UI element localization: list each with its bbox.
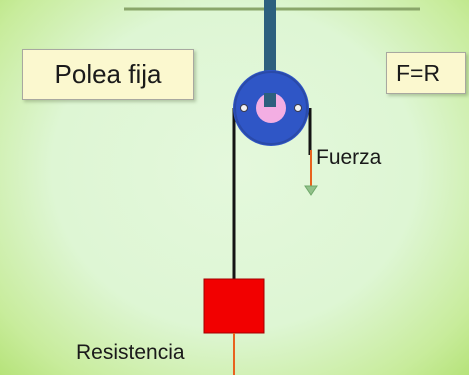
diagram-title: Polea fija: [54, 59, 162, 89]
formula-label-box: F=R: [386, 52, 466, 94]
resistance-label: Resistencia: [76, 341, 185, 364]
load-block: [203, 278, 265, 334]
support-rod-end: [264, 93, 276, 107]
pulley-hub: [256, 93, 286, 123]
force-label: Fuerza: [316, 146, 382, 169]
pulley-wheel-rim: [234, 71, 308, 145]
axle-pin-right: [294, 104, 302, 112]
force-arrow-head: [304, 185, 318, 196]
title-label-box: Polea fija: [22, 49, 194, 100]
formula-text: F=R: [396, 59, 441, 86]
axle-pin-left: [240, 104, 248, 112]
